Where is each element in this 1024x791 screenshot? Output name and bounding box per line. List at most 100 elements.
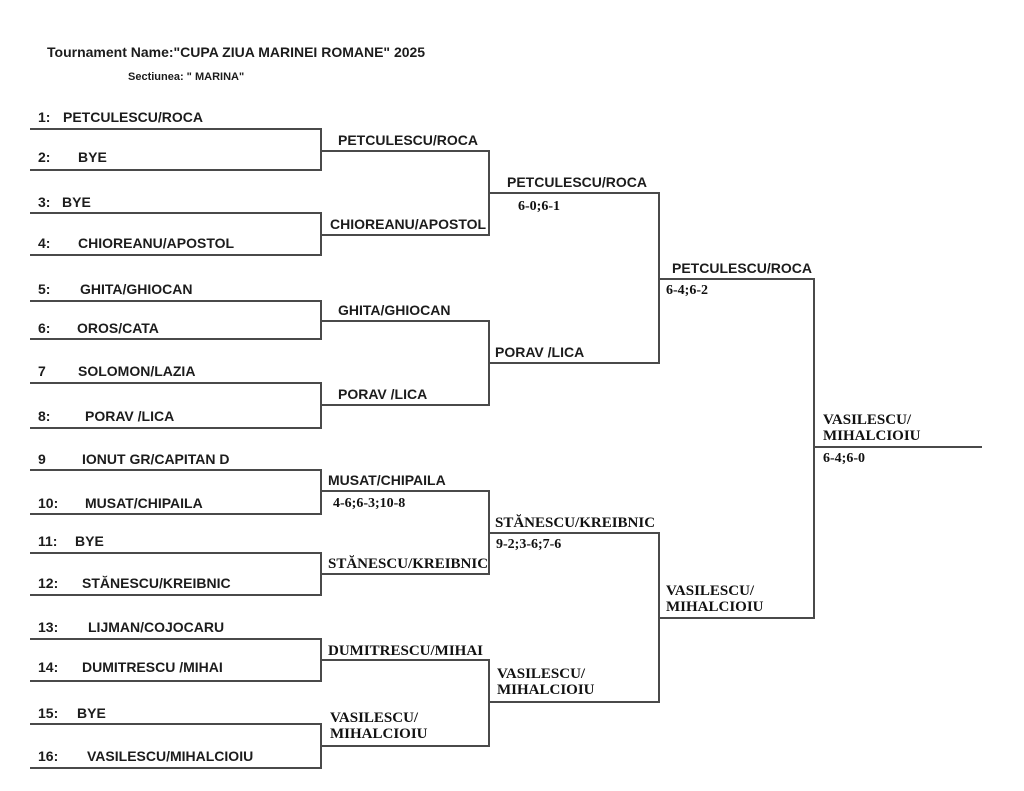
entry-name: MUSAT/CHIPAILA — [85, 495, 203, 511]
bracket-hline — [320, 404, 490, 406]
match-score: 6-0;6-1 — [518, 199, 560, 214]
bracket-hline — [30, 212, 322, 214]
entry-row: 2: BYE — [0, 150, 330, 166]
entry-number: 1: — [38, 109, 51, 125]
bracket-vline — [320, 128, 322, 171]
bracket-hline — [488, 701, 660, 703]
round1-winner-name: PORAV /LICA — [338, 386, 428, 402]
bracket-hline — [30, 513, 322, 515]
entry-name: DUMITRESCU /MIHAI — [82, 659, 223, 675]
entry-number: 7 — [38, 363, 46, 379]
entry-number: 15: — [38, 705, 59, 721]
entry-row: 3: BYE — [0, 195, 330, 211]
bracket-hline — [658, 617, 815, 619]
match-score: 6-4;6-0 — [823, 451, 865, 466]
entry-name: SOLOMON/LAZIA — [78, 363, 196, 379]
entry-row: 13:LIJMAN/COJOCARU — [0, 620, 330, 636]
bracket-hline — [30, 552, 322, 554]
entry-number: 16: — [38, 748, 59, 764]
match-score: 6-4;6-2 — [666, 283, 708, 298]
bracket-hline — [30, 767, 322, 769]
bracket-hline — [30, 638, 322, 640]
bracket-hline — [30, 680, 322, 682]
entry-number: 12: — [38, 575, 59, 591]
entry-name: PETCULESCU/ROCA — [63, 109, 204, 125]
entry-row: 5: GHITA/GHIOCAN — [0, 282, 330, 298]
bracket-hline — [320, 745, 490, 747]
quarterfinal-winner-name: PORAV /LICA — [495, 344, 585, 360]
entry-number: 5: — [38, 281, 51, 297]
round1-winner-name: DUMITRESCU/MIHAI — [328, 643, 484, 659]
entry-row: 4: CHIOREANU/APOSTOL — [0, 236, 330, 252]
bracket-hline — [320, 490, 490, 492]
entry-name: BYE — [77, 705, 106, 721]
entry-number: 4: — [38, 235, 51, 251]
entry-row: 16: VASILESCU/MIHALCIOIU — [0, 749, 330, 765]
round1-winner-name: VASILESCU/ MIHALCIOIU — [330, 710, 428, 742]
entry-number: 13: — [38, 619, 59, 635]
entry-row: 6: OROS/CATA — [0, 321, 330, 337]
entry-name: OROS/CATA — [77, 320, 159, 336]
semifinal-winner-name: PETCULESCU/ROCA — [672, 260, 813, 276]
final-winner-name: VASILESCU/ MIHALCIOIU — [823, 412, 921, 444]
entry-row: 12:STĂNESCU/KREIBNIC — [0, 576, 330, 592]
bracket-hline — [30, 427, 322, 429]
entry-row: 7 SOLOMON/LAZIA — [0, 364, 330, 380]
entry-row: 8: PORAV /LICA — [0, 409, 330, 425]
entry-row: 15: BYE — [0, 706, 330, 722]
bracket-vline — [488, 659, 490, 747]
round1-winner-name: CHIOREANU/APOSTOL — [330, 216, 487, 232]
entry-number: 8: — [38, 408, 51, 424]
bracket-hline — [30, 254, 322, 256]
bracket-hline — [813, 446, 982, 448]
bracket-hline — [320, 150, 490, 152]
bracket-hline — [30, 723, 322, 725]
bracket-hline — [30, 128, 322, 130]
entry-number: 3: — [38, 194, 51, 210]
quarterfinal-winner-name: VASILESCU/ MIHALCIOIU — [497, 666, 595, 698]
bracket-hline — [488, 192, 660, 194]
entry-name: BYE — [62, 194, 91, 210]
entry-number: 10: — [38, 495, 59, 511]
entry-number: 9 — [38, 451, 46, 467]
quarterfinal-winner-name: PETCULESCU/ROCA — [507, 174, 648, 190]
match-score: 9-2;3-6;7-6 — [496, 537, 562, 552]
entry-number: 11: — [38, 533, 58, 549]
bracket-hline — [30, 469, 322, 471]
bracket-hline — [320, 234, 490, 236]
bracket-hline — [30, 169, 322, 171]
bracket-hline — [320, 659, 490, 661]
bracket-hline — [30, 594, 322, 596]
tournament-title: Tournament Name:"CUPA ZIUA MARINEI ROMAN… — [47, 44, 426, 60]
bracket-hline — [488, 362, 660, 364]
entry-name: PORAV /LICA — [85, 408, 175, 424]
bracket-hline — [320, 320, 490, 322]
round1-winner-name: GHITA/GHIOCAN — [338, 302, 451, 318]
round1-winner-name: PETCULESCU/ROCA — [338, 132, 479, 148]
entry-name: BYE — [78, 149, 107, 165]
entry-row: 1: PETCULESCU/ROCA — [0, 110, 330, 126]
bracket-hline — [30, 338, 322, 340]
entry-number: 6: — [38, 320, 51, 336]
semifinal-winner-name: VASILESCU/ MIHALCIOIU — [666, 583, 764, 615]
round1-winner-name: STĂNESCU/KREIBNIC — [328, 556, 489, 572]
entry-number: 14: — [38, 659, 59, 675]
entry-row: 9 IONUT GR/CAPITAN D — [0, 452, 330, 468]
entry-name: IONUT GR/CAPITAN D — [82, 451, 230, 467]
entry-name: CHIOREANU/APOSTOL — [78, 235, 235, 251]
entry-name: VASILESCU/MIHALCIOIU — [87, 748, 254, 764]
entry-name: BYE — [75, 533, 104, 549]
bracket-hline — [658, 278, 815, 280]
bracket-hline — [30, 300, 322, 302]
round1-winner-name: MUSAT/CHIPAILA — [328, 472, 446, 488]
match-score: 4-6;6-3;10-8 — [333, 496, 406, 511]
entry-row: 14: DUMITRESCU /MIHAI — [0, 660, 330, 676]
bracket-hline — [320, 573, 490, 575]
entry-row: 10: MUSAT/CHIPAILA — [0, 496, 330, 512]
entry-name: GHITA/GHIOCAN — [80, 281, 193, 297]
bracket-hline — [488, 532, 660, 534]
bracket-vline — [320, 469, 322, 515]
entry-number: 2: — [38, 149, 51, 165]
entry-row: 11: BYE — [0, 534, 330, 550]
